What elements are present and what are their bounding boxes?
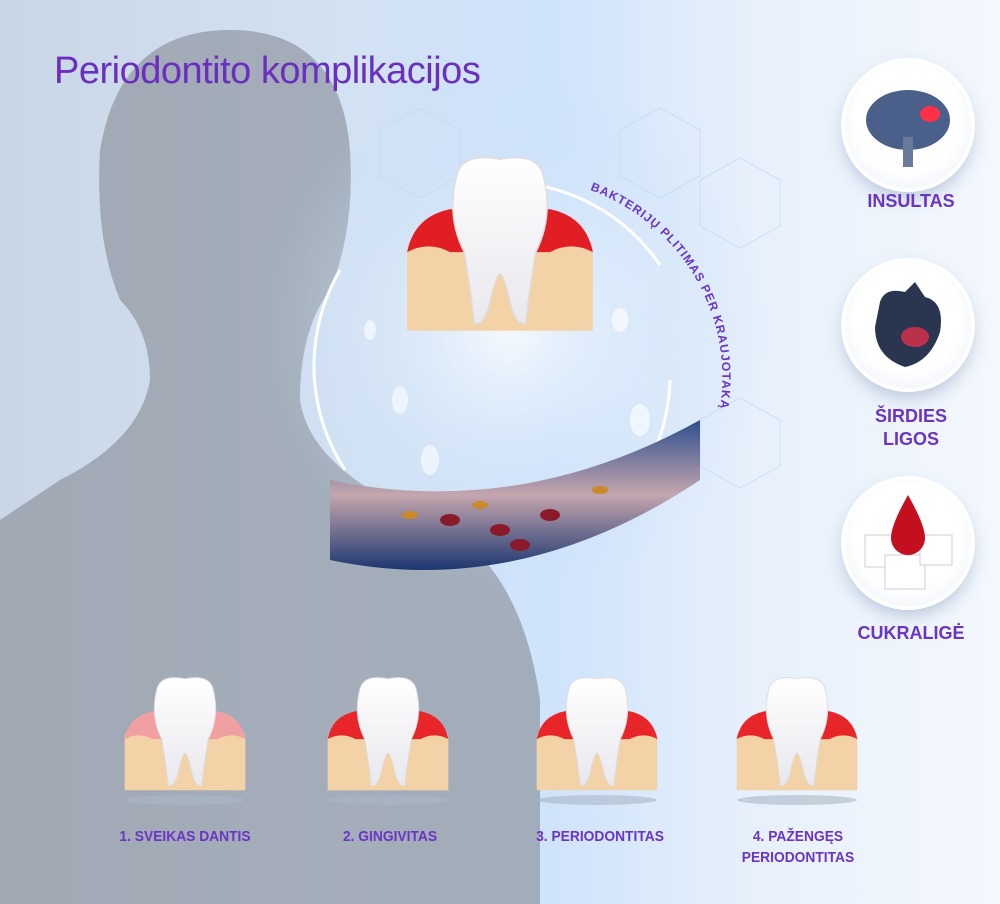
complication-label-diabetes: CUKRALIGĖ	[857, 623, 965, 643]
page-title: Periodontito komplikacijos	[54, 50, 481, 92]
blood-vessel	[330, 420, 700, 570]
complication-label-heart: ŠIRDIES LIGOS	[831, 405, 991, 451]
stage-label-healthy: 1. SVEIKAS DANTIS	[119, 828, 251, 845]
stage-label-periodontitis: 3. PERIODONTITAS	[536, 828, 664, 845]
blood-drop-sugar-icon	[845, 480, 971, 606]
complication-label-stroke: INSULTAS	[867, 191, 955, 211]
advanced-line2: PERIODONTITAS	[741, 849, 855, 866]
heart-label-line1: ŠIRDIES	[874, 406, 948, 426]
heart-icon	[845, 262, 971, 388]
heart-label-line2: LIGOS	[882, 429, 939, 449]
stage-label-gingivitis: 2. GINGIVITAS	[342, 828, 438, 845]
stage-label-advanced-periodontitis: 4. PAŽENGĘS PERIODONTITAS	[715, 826, 881, 868]
brain-icon	[845, 62, 971, 188]
advanced-line1: 4. PAŽENGĘS	[752, 828, 844, 845]
